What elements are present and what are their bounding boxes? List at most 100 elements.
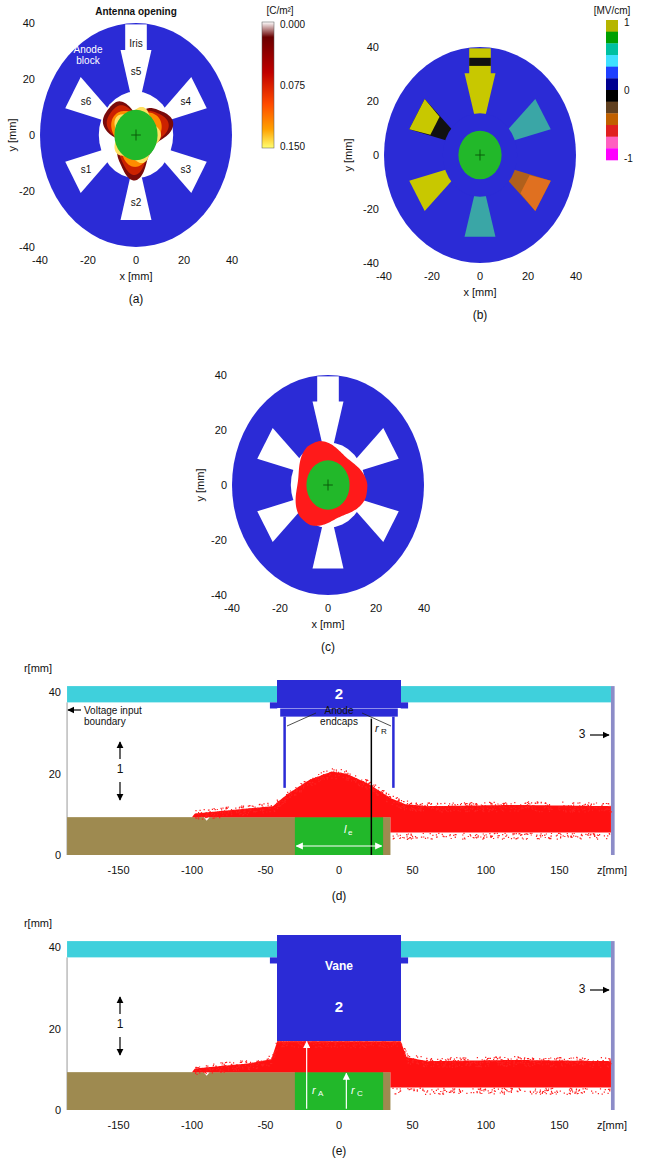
cavity-slot <box>121 176 152 219</box>
cavity-slot <box>164 150 207 193</box>
tick-label: 50 <box>406 864 418 876</box>
space-charge <box>107 105 169 175</box>
axis-title: y [mm] <box>6 119 18 152</box>
tick-label: 100 <box>477 1119 495 1131</box>
tick-label: 20 <box>370 602 382 614</box>
colorbar-tick: 0.075 <box>280 80 305 91</box>
pointer-arrow <box>68 709 81 710</box>
anode-endcap <box>392 717 395 788</box>
tick-label: 0 <box>221 479 227 491</box>
cavity-slot <box>356 500 399 542</box>
axis-title: x [mm] <box>464 286 497 298</box>
colorbar-unit: [C/m²] <box>266 5 293 16</box>
colorbar <box>606 137 618 149</box>
region-arrow <box>119 742 120 759</box>
tick-label: -40 <box>211 589 227 601</box>
panel-label: (a) <box>129 293 144 306</box>
axis-title: r[mm] <box>24 917 52 929</box>
emitter <box>295 1072 383 1110</box>
dimension-label: r <box>312 1084 316 1096</box>
cavity-slot <box>465 73 496 115</box>
colorbar-unit: [MV/cm] <box>594 5 631 16</box>
tick-label: 20 <box>23 73 35 85</box>
cathode-axis <box>323 480 333 491</box>
tick-label: 40 <box>367 41 379 53</box>
cavity-label: s4 <box>181 96 192 107</box>
electron-cloud-fuzz <box>195 768 612 840</box>
tick-label: 40 <box>570 270 582 282</box>
axis-title: z[mm] <box>597 1119 627 1131</box>
tick-label: -20 <box>19 185 35 197</box>
colorbar <box>606 148 618 160</box>
tick-label: 150 <box>550 864 568 876</box>
anode-step <box>401 957 408 963</box>
cathode <box>67 1072 390 1110</box>
cavity-slot <box>313 402 344 445</box>
cavity-label: s3 <box>181 163 192 174</box>
tick-label: 0 <box>133 254 139 266</box>
tick-label: 0 <box>325 602 331 614</box>
anode-block: Vane2 <box>277 935 400 1041</box>
cavity-slot <box>465 195 496 237</box>
tick-label: -40 <box>363 257 379 269</box>
radius-arrow <box>346 1073 347 1108</box>
tick-label: 0 <box>336 1119 342 1131</box>
anode-block <box>40 23 232 247</box>
cathode <box>67 817 390 855</box>
tick-label: -40 <box>32 254 48 266</box>
region-arrow <box>119 997 120 1014</box>
anode-block <box>384 47 576 263</box>
block-label: 2 <box>335 686 343 703</box>
cathode <box>306 460 349 510</box>
tick-label: 0 <box>29 129 35 141</box>
colorbar <box>606 20 618 32</box>
field-patch <box>409 99 439 135</box>
cavity-slot <box>257 500 300 542</box>
anode-step <box>270 702 277 708</box>
panel-label: (e) <box>332 1145 347 1158</box>
axial-section <box>67 686 615 855</box>
colorbar-tick: 1 <box>624 17 630 28</box>
cathode <box>114 110 157 160</box>
colorbar <box>606 78 618 90</box>
cavity-slot <box>508 99 551 140</box>
cavity-label: s2 <box>131 197 142 208</box>
dimension-subscript: R <box>381 728 387 737</box>
colorbar <box>606 125 618 137</box>
tick-label: -40 <box>224 602 240 614</box>
tick-label: 100 <box>477 864 495 876</box>
callout-number: 3 <box>579 728 586 741</box>
tick-label: -100 <box>181 864 203 876</box>
radius-arrow <box>306 1042 307 1109</box>
cavity-slot <box>313 526 344 569</box>
colorbar <box>606 43 618 55</box>
tick-label: 20 <box>215 424 227 436</box>
cavity-slot <box>65 77 108 120</box>
tick-label: -20 <box>211 534 227 546</box>
tick-label: -150 <box>107 864 129 876</box>
cathode-axis <box>131 129 141 140</box>
cathode-axis <box>475 150 485 161</box>
callout-number: 3 <box>579 983 586 996</box>
emitter <box>295 817 383 855</box>
field-patch <box>520 175 550 211</box>
anode-step <box>401 702 408 708</box>
interaction-space <box>99 92 173 179</box>
tick-label: -150 <box>107 1119 129 1131</box>
part-label: Anode endcaps <box>311 705 367 727</box>
part-label: Iris <box>129 37 142 48</box>
tick-label: 0 <box>373 149 379 161</box>
tick-label: -40 <box>376 270 392 282</box>
colorbar-tick: 0.150 <box>280 141 305 152</box>
tick-label: 40 <box>215 369 227 381</box>
antenna-opening <box>469 48 491 79</box>
cavity-label: s5 <box>131 65 142 76</box>
tick-label: -20 <box>424 270 440 282</box>
tick-label: 0 <box>55 1104 61 1116</box>
output-boundary <box>611 941 615 1110</box>
length-arrow <box>296 845 381 846</box>
callout-number: 1 <box>117 1018 124 1031</box>
anode-outer-wall <box>67 686 611 702</box>
tick-label: 20 <box>49 768 61 780</box>
antenna-opening <box>125 24 147 56</box>
